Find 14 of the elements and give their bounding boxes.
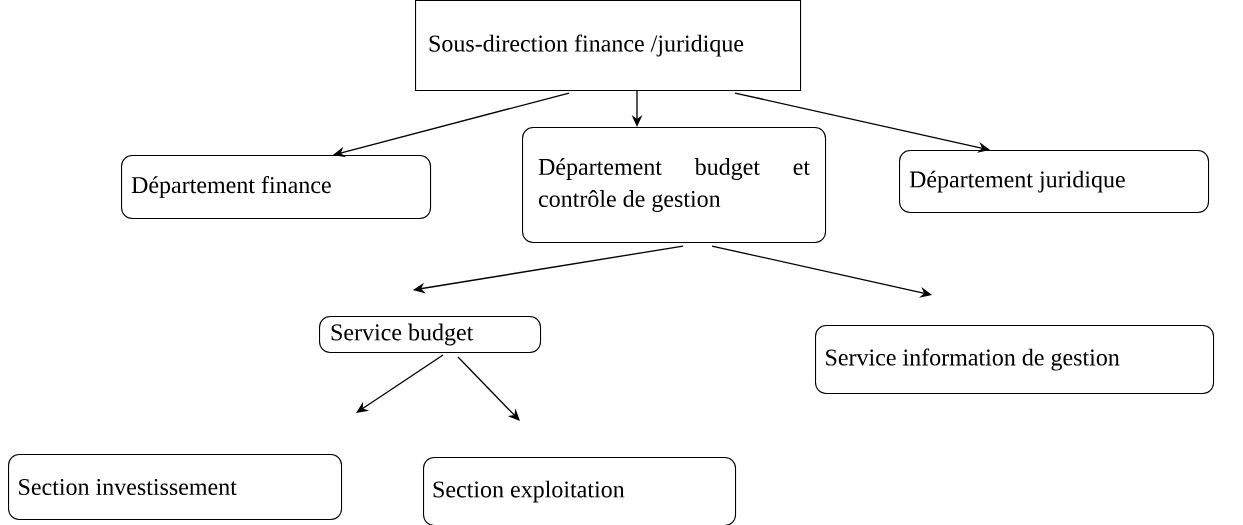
arrow	[413, 245, 684, 294]
box: Section investissement	[8, 454, 343, 521]
arrow	[457, 356, 520, 421]
box: Département finance	[121, 155, 432, 220]
arrow	[333, 92, 570, 158]
box: Service budget	[319, 316, 542, 354]
arrow	[356, 354, 444, 413]
box: Département juridique	[899, 150, 1210, 214]
heading-box: Sous-direction finance /juridique	[415, 0, 802, 92]
box: Service information de gestion	[815, 325, 1215, 395]
box: Département budget et contrôle de gestion	[522, 127, 827, 244]
arrow	[711, 245, 932, 298]
arrow	[734, 92, 990, 153]
box: Section exploitation	[423, 457, 737, 525]
